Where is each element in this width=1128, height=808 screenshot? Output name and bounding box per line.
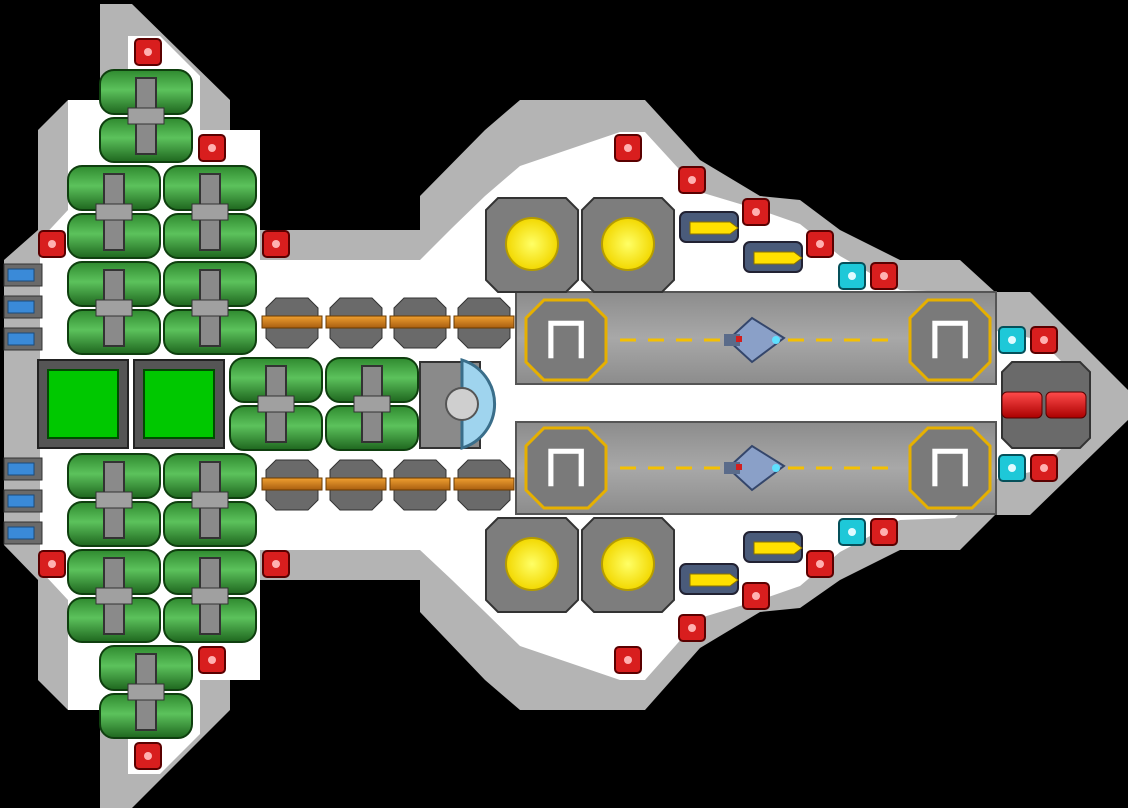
fuel-tank[interactable] — [99, 645, 193, 739]
missile-pod[interactable] — [679, 211, 739, 243]
vent-icon — [3, 295, 43, 319]
turret[interactable] — [261, 459, 323, 511]
green-hatches — [37, 359, 225, 449]
pad-glyph: ㄇ — [543, 441, 589, 495]
red-light-icon — [262, 550, 290, 578]
fuel-tank[interactable] — [67, 453, 161, 547]
cyan-beacon-icon — [998, 326, 1026, 354]
pad-glyph: ㄇ — [543, 313, 589, 367]
red-light-icon — [870, 518, 898, 546]
red-light-icon — [262, 230, 290, 258]
fuel-tank[interactable] — [67, 165, 161, 259]
landing-pad-left: ㄇ — [524, 426, 608, 510]
red-light-icon — [1030, 454, 1058, 482]
nose-thruster[interactable] — [1001, 361, 1091, 449]
missile-pod[interactable] — [679, 563, 739, 595]
landing-pad-left: ㄇ — [524, 298, 608, 382]
turret[interactable] — [389, 297, 451, 349]
missile-pod[interactable] — [743, 241, 803, 273]
reactor-core[interactable] — [581, 197, 675, 293]
red-light-icon — [38, 230, 66, 258]
hangar-bay-upper: ㄇ ㄇ — [515, 291, 997, 385]
fuel-tank[interactable] — [325, 357, 419, 451]
hull-inner — [40, 36, 1090, 774]
central-dome[interactable] — [419, 357, 496, 451]
fuel-tank[interactable] — [163, 549, 257, 643]
red-light-icon — [742, 198, 770, 226]
fuel-tank[interactable] — [67, 261, 161, 355]
red-light-icon — [614, 134, 642, 162]
vent-icon — [3, 457, 43, 481]
red-light-icon — [614, 646, 642, 674]
green-hatch[interactable] — [133, 359, 225, 449]
red-light-icon — [134, 38, 162, 66]
red-light-icon — [198, 134, 226, 162]
fighter-craft-upper[interactable] — [724, 316, 786, 364]
turret[interactable] — [453, 297, 515, 349]
red-light-icon — [742, 582, 770, 610]
vent-icon — [3, 521, 43, 545]
wing-pods — [679, 211, 803, 595]
green-hatch[interactable] — [37, 359, 129, 449]
turret-row-upper — [261, 297, 515, 349]
fuel-tank[interactable] — [163, 261, 257, 355]
turret-row-lower — [261, 459, 515, 511]
red-light-icon — [678, 614, 706, 642]
red-light-icon — [806, 550, 834, 578]
turret[interactable] — [261, 297, 323, 349]
vent-icon — [3, 489, 43, 513]
fuel-tank[interactable] — [67, 549, 161, 643]
fuel-tank-clusters — [67, 69, 419, 739]
fuel-tank[interactable] — [229, 357, 323, 451]
turret[interactable] — [389, 459, 451, 511]
cyan-beacon-icon — [838, 518, 866, 546]
vent-icon — [3, 327, 43, 351]
red-light-icon — [870, 262, 898, 290]
pad-glyph: ㄇ — [927, 441, 973, 495]
pad-glyph: ㄇ — [927, 313, 973, 367]
fighter-craft-lower[interactable] — [724, 444, 786, 492]
nav-lights — [38, 38, 1058, 770]
turret[interactable] — [453, 459, 515, 511]
landing-pad-right: ㄇ — [908, 298, 992, 382]
red-light-icon — [38, 550, 66, 578]
cyan-beacon-icon — [998, 454, 1026, 482]
landing-pad-right: ㄇ — [908, 426, 992, 510]
turret[interactable] — [325, 459, 387, 511]
vent-icon — [3, 263, 43, 287]
fuel-tank[interactable] — [163, 453, 257, 547]
reactor-core[interactable] — [485, 197, 579, 293]
blue-vents — [3, 263, 43, 545]
red-light-icon — [806, 230, 834, 258]
red-light-icon — [134, 742, 162, 770]
fuel-tank[interactable] — [163, 165, 257, 259]
cyan-beacon-icon — [838, 262, 866, 290]
hangar-bay-lower: ㄇ ㄇ — [515, 421, 997, 515]
missile-pod[interactable] — [743, 531, 803, 563]
reactor-core[interactable] — [581, 517, 675, 613]
turret[interactable] — [325, 297, 387, 349]
red-light-icon — [198, 646, 226, 674]
red-light-icon — [1030, 326, 1058, 354]
reactor-cores — [485, 197, 675, 613]
fuel-tank[interactable] — [99, 69, 193, 163]
red-light-icon — [678, 166, 706, 194]
reactor-core[interactable] — [485, 517, 579, 613]
